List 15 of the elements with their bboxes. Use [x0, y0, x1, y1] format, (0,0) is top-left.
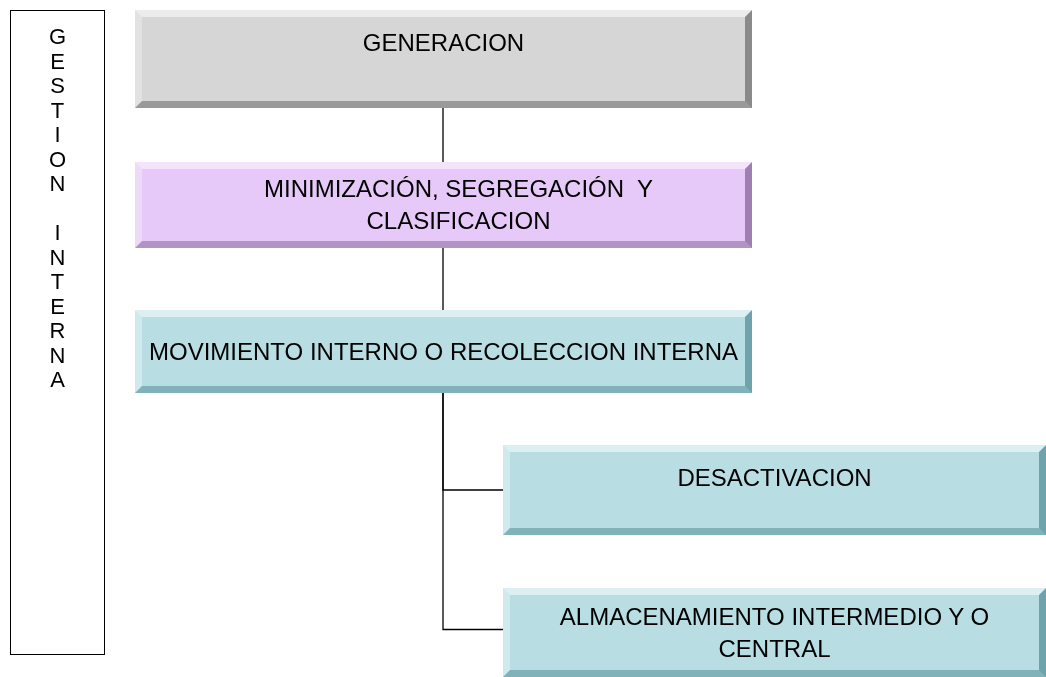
- process-box: [135, 162, 752, 248]
- process-box: [503, 445, 1046, 535]
- connector-line: [442, 247, 444, 311]
- side-box: [10, 10, 105, 655]
- process-box: [135, 310, 752, 393]
- connector-line: [442, 107, 444, 163]
- box-label: MINIMIZACIÓN, SEGREGACIÓN Y CLASIFICACION: [263, 174, 654, 236]
- process-box: [135, 10, 752, 108]
- box-label: MOVIMIENTO INTERNO O RECOLECCION INTERNA: [149, 336, 738, 367]
- process-box: [503, 588, 1046, 677]
- box-label: GENERACION: [362, 28, 525, 58]
- vertical-label: GESTION INTERNA: [47, 25, 68, 394]
- box-label: DESACTIVACION: [677, 463, 872, 493]
- box-label: ALMACENAMIENTO INTERMEDIO Y O CENTRAL: [558, 601, 991, 664]
- connector-line: [442, 392, 504, 631]
